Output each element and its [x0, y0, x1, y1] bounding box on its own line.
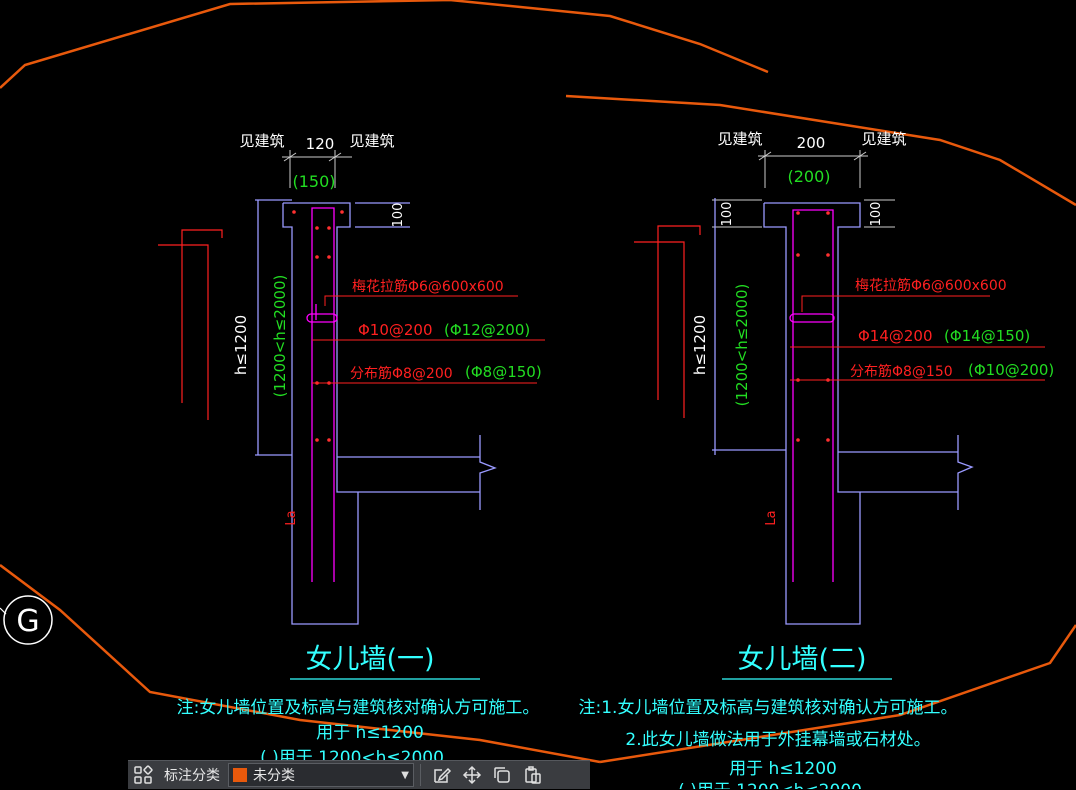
dim-cap-1: 100: [391, 203, 406, 228]
revision-cloud: [0, 0, 1076, 764]
la-label-1: La: [284, 510, 299, 525]
revision-cloud-top: [0, 0, 769, 89]
annotation-toolbar: 标注分类 未分类 ▼: [128, 760, 590, 789]
parapet-outline-1: [255, 199, 497, 625]
note4-2: ( )用于 1200<h≤2000: [678, 781, 862, 789]
revision-cloud-right: [565, 94, 1076, 207]
label-see-arch-left-2: 见建筑: [717, 130, 762, 148]
parapet-detail-2: 见建筑 见建筑 200 (200) 100 100 h≤1200 (1200<h…: [579, 130, 1055, 789]
la-label-2: La: [764, 510, 779, 525]
detail-title-1: 女儿墙(一): [305, 644, 434, 675]
note1-2: 注:1.女儿墙位置及标高与建筑核对确认方可施工。: [579, 698, 958, 718]
toolbar-divider: [420, 764, 421, 786]
label-see-arch-left-1: 见建筑: [239, 132, 284, 150]
dim-height-1: h≤1200: [232, 315, 250, 375]
bar-dist-1: 分布筋Φ8@200: [350, 365, 453, 382]
grid-bubble: G: [0, 595, 53, 645]
bar-tie-1: 梅花拉筋Φ6@600x600: [352, 278, 504, 295]
parapet-detail-1: 见建筑 见建筑 120 (150) 100 h≤1200 (1200<h≤200…: [158, 132, 545, 768]
dim-height-alt-1: (1200<h≤2000): [271, 275, 289, 398]
bar-vertical-1: Φ10@200: [358, 321, 433, 339]
label-see-arch-right-2: 见建筑: [861, 130, 906, 148]
label-see-arch-right-1: 见建筑: [349, 132, 394, 150]
dim-cap-right-2: 100: [869, 202, 884, 227]
bar-vertical-alt-2: (Φ14@150): [944, 327, 1030, 345]
note2-2: 2.此女儿墙做法用于外挂幕墙或石材处。: [625, 730, 930, 750]
revision-cloud-bottom-right: [599, 624, 1076, 764]
note2-1: 用于 h≤1200: [316, 723, 424, 743]
move-icon[interactable]: [457, 761, 487, 790]
bar-dist-2: 分布筋Φ8@150: [850, 363, 953, 380]
dim-width-1: 120: [306, 135, 335, 153]
chevron-down-icon: ▼: [401, 769, 409, 781]
dim-height-alt-2: (1200<h≤2000): [733, 284, 751, 407]
dim-height-2: h≤1200: [691, 315, 709, 375]
red-marks-1: [158, 229, 223, 420]
parapet-outline-2: [712, 198, 974, 625]
edit-icon[interactable]: [427, 761, 457, 790]
dim-top-2: [712, 150, 895, 228]
category-dropdown[interactable]: 未分类 ▼: [228, 763, 414, 787]
category-color-swatch: [233, 768, 247, 782]
bar-vertical-alt-1: (Φ12@200): [444, 321, 530, 339]
rebar-dots-2: [796, 211, 830, 442]
copy-icon[interactable]: [487, 761, 517, 790]
dim-width-alt-1: (150): [292, 172, 335, 191]
bar-tie-2: 梅花拉筋Φ6@600x600: [855, 277, 1007, 294]
revision-cloud-bottom-left: [0, 564, 601, 764]
bar-dist-alt-1: (Φ8@150): [465, 363, 542, 381]
bar-vertical-2: Φ14@200: [858, 327, 933, 345]
category-value: 未分类: [253, 768, 295, 784]
detail-title-2: 女儿墙(二): [737, 644, 866, 675]
rebar-2: [789, 209, 835, 582]
dim-width-2: 200: [797, 134, 826, 152]
grid-bubble-label: G: [16, 604, 39, 639]
note1-1: 注:女儿墙位置及标高与建筑核对确认方可施工。: [177, 698, 540, 718]
leaders-2: [790, 295, 1045, 381]
dim-top-1: [282, 150, 352, 188]
note3-2: 用于 h≤1200: [729, 759, 837, 779]
bar-dist-alt-2: (Φ10@200): [968, 361, 1054, 379]
red-marks-2: [634, 225, 701, 418]
leaders-1: [312, 295, 545, 384]
category-label: 标注分类: [164, 768, 220, 784]
rebar-dots-1: [292, 210, 344, 442]
rebar-1: [306, 207, 338, 582]
dim-cap-left-2: 100: [720, 202, 735, 227]
paste-icon[interactable]: [517, 761, 547, 790]
grid-icon[interactable]: [128, 761, 158, 790]
dim-width-alt-2: (200): [787, 167, 830, 186]
